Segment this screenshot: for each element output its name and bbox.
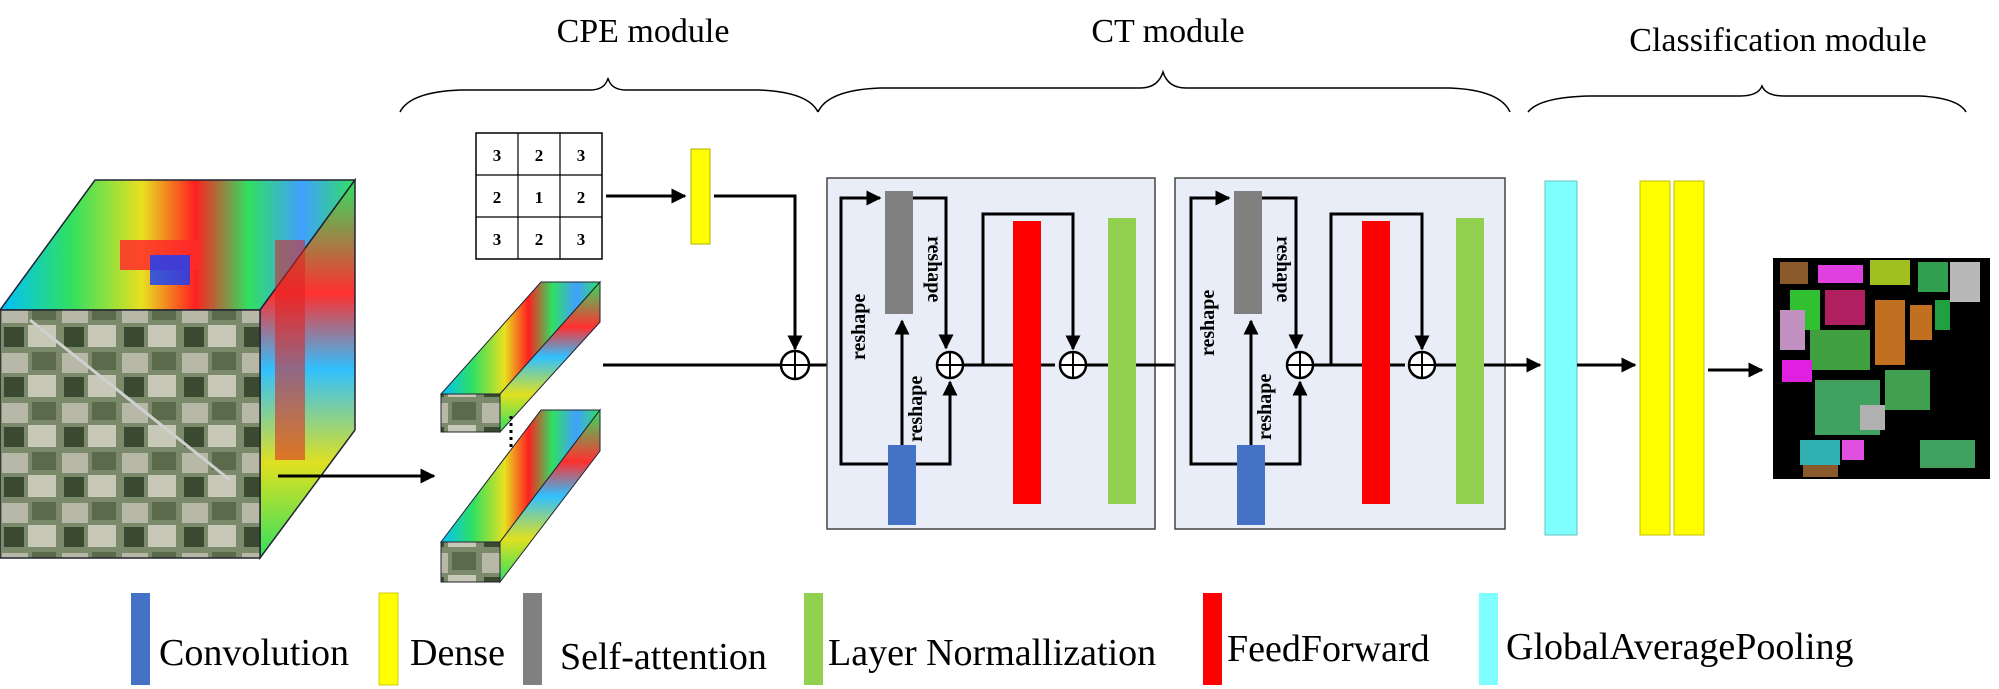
hyperspectral-input-cube bbox=[0, 177, 357, 561]
ct-block-1: reshape reshape reshape bbox=[826, 177, 1156, 530]
convolution-block bbox=[1237, 445, 1265, 525]
legend-swatch-feedforward bbox=[1203, 593, 1222, 685]
feedforward-block bbox=[1013, 221, 1041, 504]
convolution-block bbox=[888, 445, 916, 525]
classification-module-title: Classification module bbox=[1629, 22, 1926, 59]
grid-cell: 3 bbox=[577, 146, 586, 165]
layer-norm-block bbox=[1456, 218, 1484, 504]
legend-swatch-global-avg-pool bbox=[1479, 593, 1498, 685]
legend-swatch-convolution bbox=[131, 593, 150, 685]
reshape-label: reshape bbox=[1197, 290, 1219, 356]
self-attention-block bbox=[1234, 191, 1262, 314]
global-avg-pool-block bbox=[1544, 180, 1578, 536]
legend-label: GlobalAveragePooling bbox=[1506, 626, 1854, 668]
legend: Convolution Dense Self-attention Layer N… bbox=[131, 592, 1854, 686]
patch-stack-top bbox=[439, 280, 602, 434]
cube-front-face bbox=[0, 309, 261, 559]
position-dense-block bbox=[690, 148, 711, 245]
legend-swatch-self-attention bbox=[523, 593, 542, 685]
classification-map bbox=[1773, 258, 1990, 479]
grid-cell: 2 bbox=[535, 146, 544, 165]
reshape-label: reshape bbox=[1254, 374, 1276, 440]
reshape-label: reshape bbox=[923, 236, 945, 302]
cpe-module-brace bbox=[399, 77, 819, 113]
position-encoding-grid: 3 2 3 2 1 2 3 2 3 bbox=[475, 132, 603, 260]
legend-swatch-dense bbox=[378, 592, 399, 686]
reshape-label: reshape bbox=[905, 376, 927, 442]
add-node-cpe bbox=[779, 349, 811, 381]
reshape-label: reshape bbox=[848, 294, 870, 360]
grid-cell: 2 bbox=[493, 188, 502, 207]
dense-block-2 bbox=[1673, 180, 1705, 536]
arrow-dense-to-add bbox=[714, 194, 803, 351]
legend-label: Dense bbox=[410, 632, 505, 674]
ct-block-2: reshape reshape reshape bbox=[1174, 177, 1506, 530]
legend-swatch-layer-norm bbox=[804, 593, 823, 685]
legend-label: Layer Normallization bbox=[828, 632, 1156, 674]
ct-module-title: CT module bbox=[1091, 13, 1244, 50]
patch-stack-bottom bbox=[439, 408, 602, 584]
grid-cell: 3 bbox=[493, 230, 502, 249]
dense-block-1 bbox=[1639, 180, 1671, 536]
grid-cell: 2 bbox=[577, 188, 586, 207]
ct-panel bbox=[826, 177, 1156, 530]
grid-cell: 1 bbox=[535, 188, 544, 207]
grid-cell: 2 bbox=[535, 230, 544, 249]
reshape-label: reshape bbox=[1272, 236, 1294, 302]
grid-cell: 3 bbox=[493, 146, 502, 165]
ct-module-brace bbox=[817, 69, 1511, 113]
self-attention-block bbox=[885, 191, 913, 314]
classification-module-brace bbox=[1527, 83, 1967, 113]
grid-cell: 3 bbox=[577, 230, 586, 249]
feedforward-block bbox=[1362, 221, 1390, 504]
legend-label: FeedForward bbox=[1227, 628, 1430, 670]
ct-panel bbox=[1174, 177, 1506, 530]
legend-label: Convolution bbox=[159, 632, 349, 674]
cpe-module-title: CPE module bbox=[557, 13, 730, 50]
layer-norm-block bbox=[1108, 218, 1136, 504]
legend-label: Self-attention bbox=[560, 636, 767, 678]
